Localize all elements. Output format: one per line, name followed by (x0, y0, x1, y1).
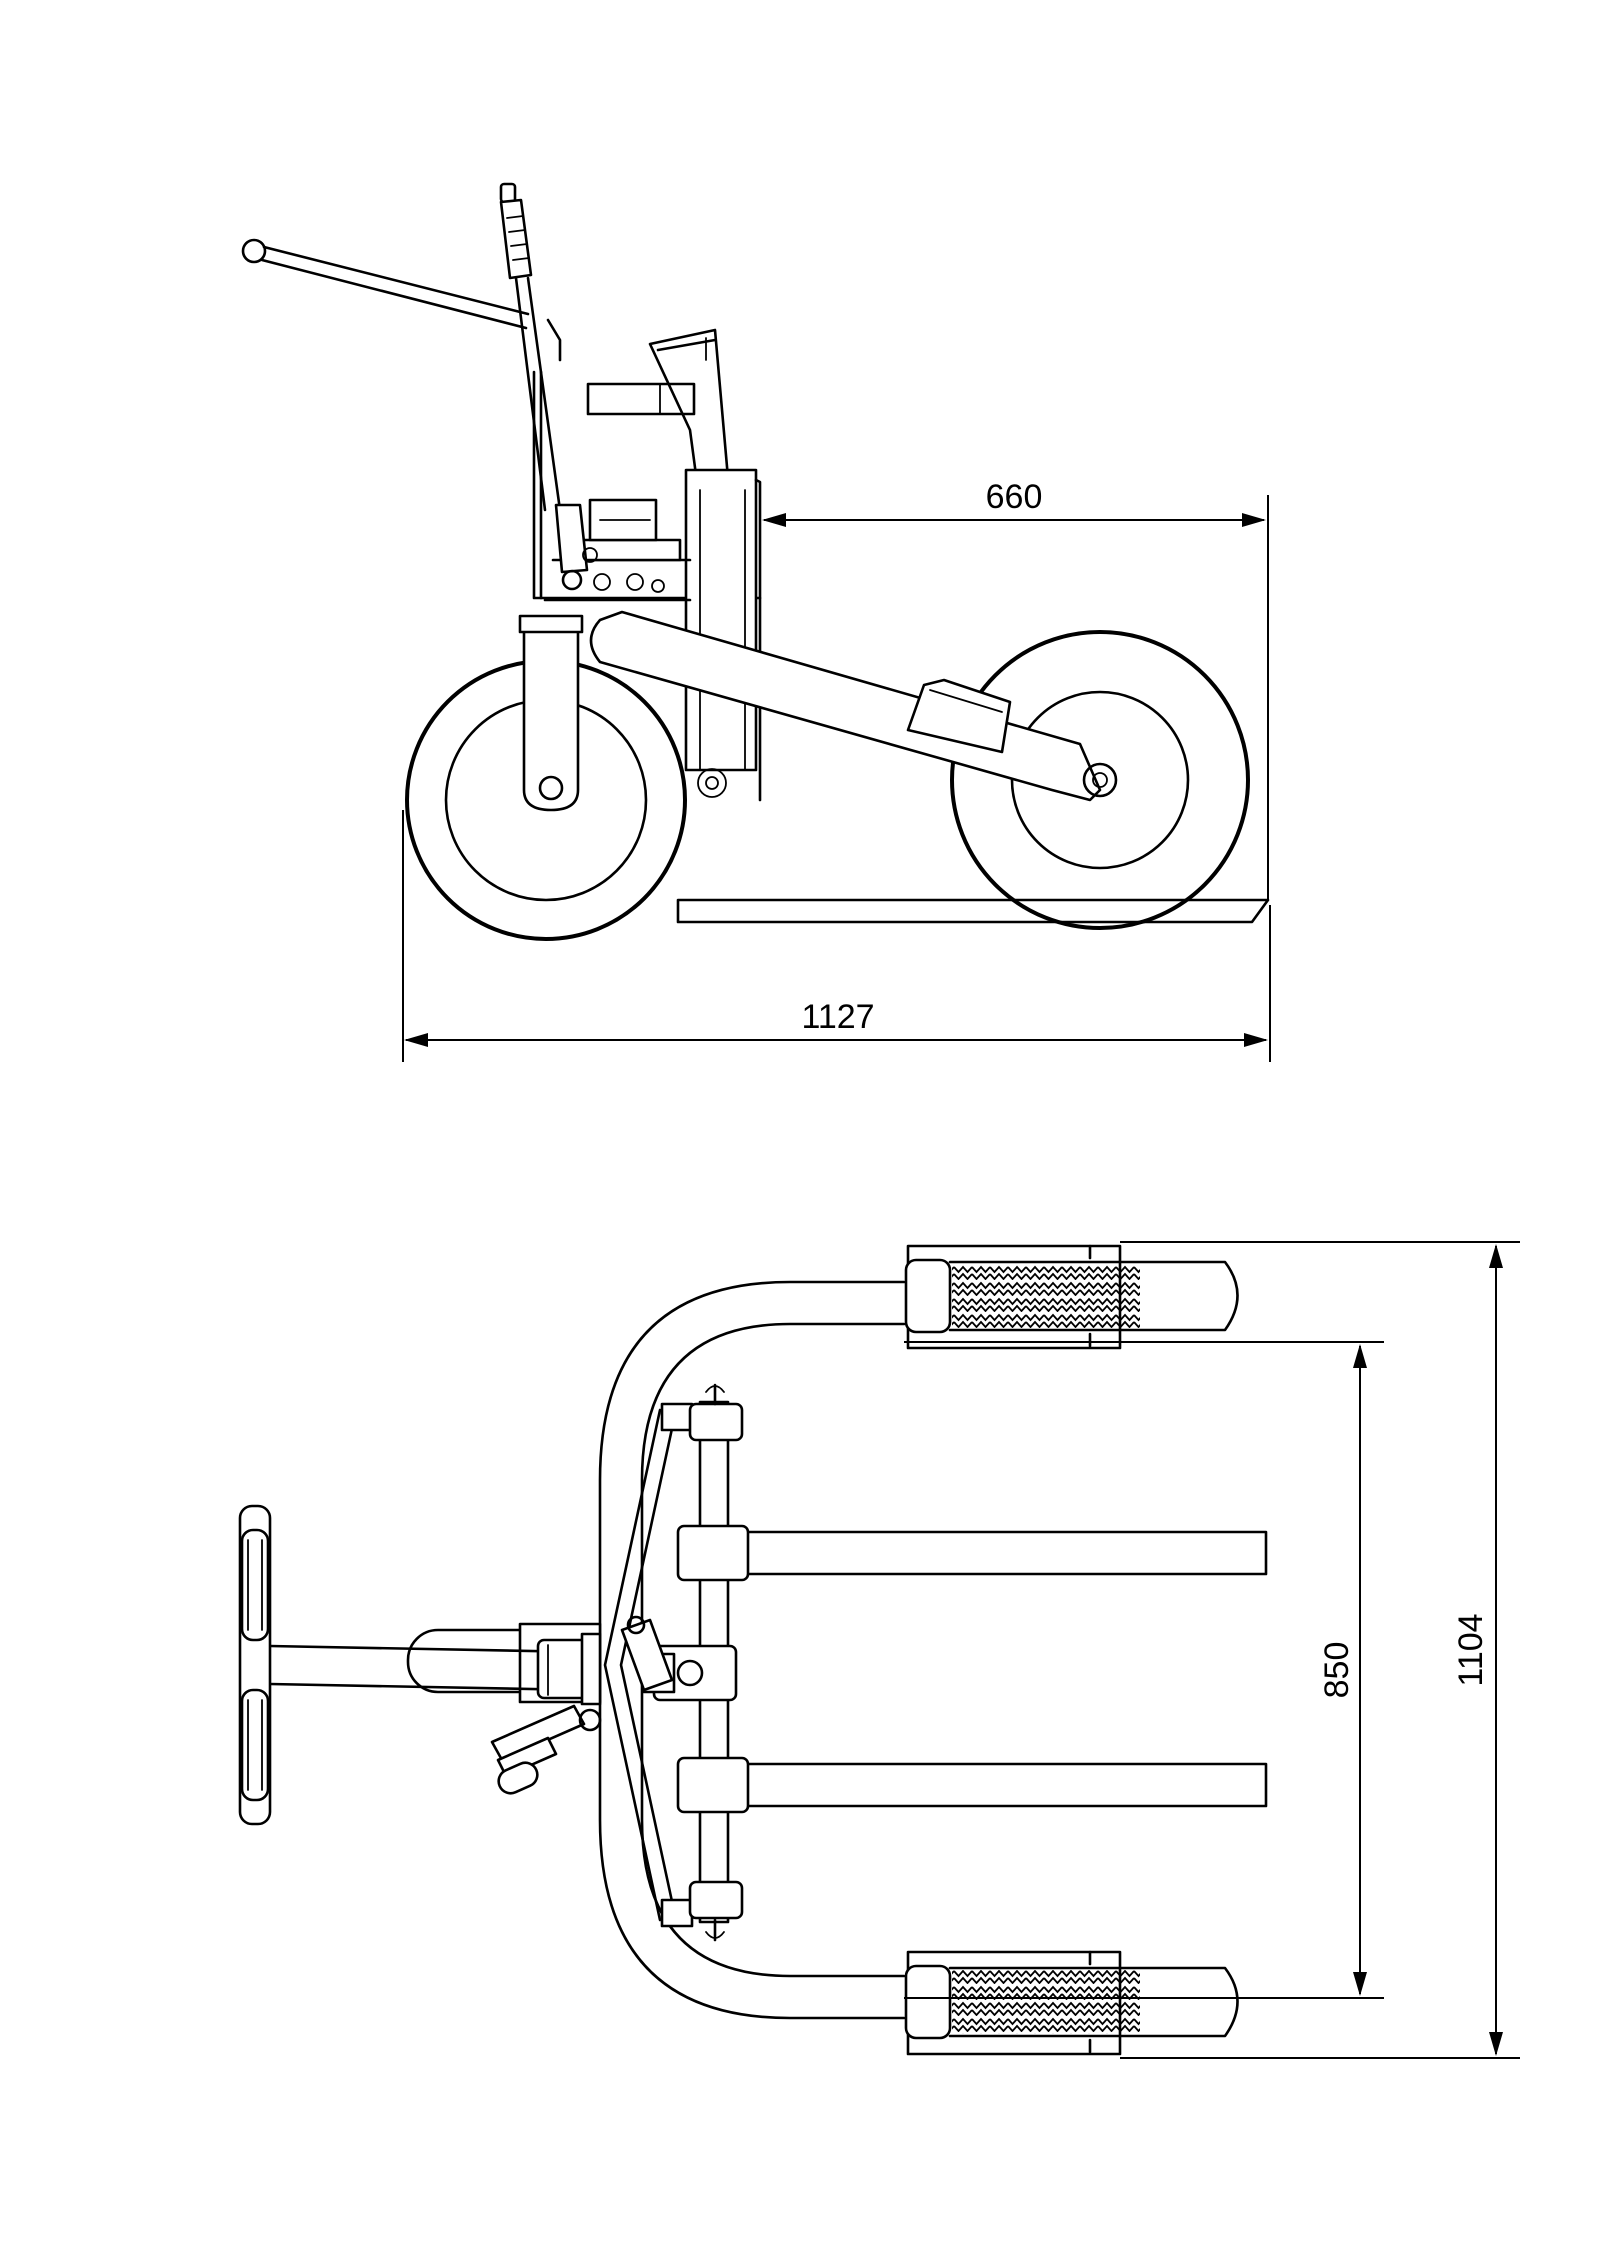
front-wheel (405, 614, 687, 941)
pump-lever-plan (490, 1704, 602, 1795)
tow-bar (241, 238, 530, 330)
top-view: 850 1104 (238, 1241, 1520, 2059)
rear-wheel (950, 630, 1250, 930)
swing-arm (589, 610, 1118, 802)
dimension-1127: 1127 (402, 810, 1271, 1062)
dimension-850: 850 (904, 1341, 1384, 1999)
side-view: 660 1127 (241, 182, 1271, 1062)
top-wheel-upper (904, 1244, 1239, 1350)
dimension-1104-label: 1104 (1452, 1613, 1490, 1686)
forks (676, 1524, 1268, 1814)
dimension-660-label: 660 (986, 478, 1043, 516)
fork-blade (676, 898, 1270, 924)
top-wheel-lower (904, 1950, 1239, 2056)
mast-cluster (620, 1615, 738, 1702)
t-handle (238, 1504, 272, 1826)
steering-bar (268, 1622, 602, 1706)
dimension-850-label: 850 (1318, 1642, 1356, 1699)
dimension-1104: 1104 (1120, 1241, 1520, 2059)
pump-lever (499, 182, 598, 591)
dimension-1127-label: 1127 (801, 998, 874, 1036)
dimension-660: 660 (762, 478, 1269, 900)
